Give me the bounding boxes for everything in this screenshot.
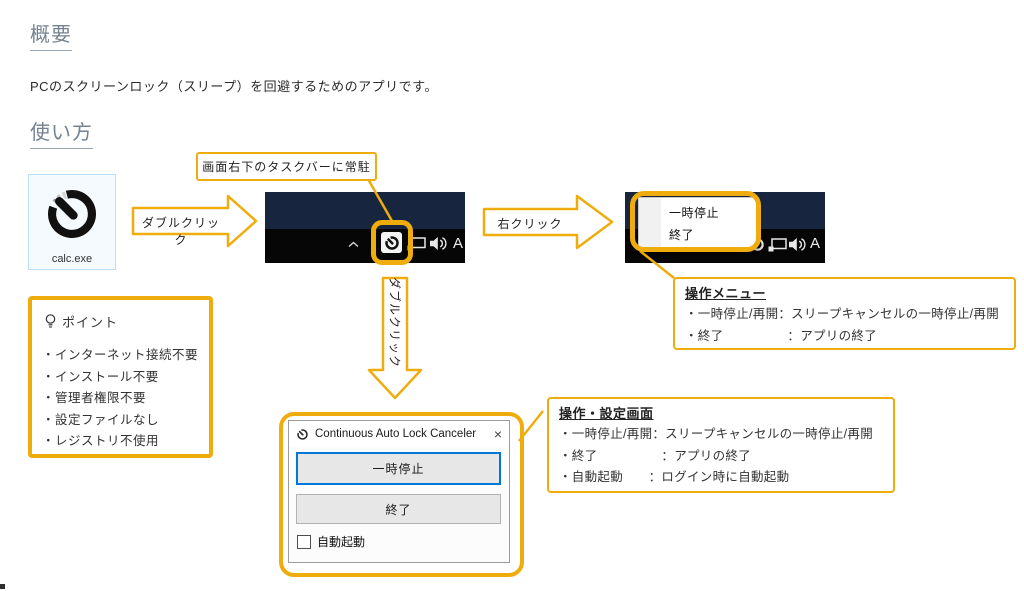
settings-note-title: 操作・設定画面	[559, 406, 654, 421]
right-click-label: 右クリック	[497, 217, 563, 231]
tray-context-menu: 一時停止 終了	[638, 197, 757, 248]
lightbulb-icon	[45, 314, 56, 328]
taskbar-screenshot-1	[265, 192, 465, 263]
points-title-row: ポイント	[44, 312, 199, 331]
desktop-area	[265, 192, 465, 229]
menu-note-line: ・一時停止/再開：スリープキャンセルの一時停止/再開	[685, 307, 999, 321]
network-icon[interactable]	[768, 238, 787, 252]
tray-callout: 画面右下のタスクバーに常駐	[196, 152, 377, 181]
point-item: ・インストール不要	[42, 369, 159, 384]
menu-item-pause[interactable]: 一時停止	[669, 206, 720, 220]
settings-note-line: ・自動起動 ：ログイン時に自動起動	[559, 470, 790, 484]
app-description: PCのスクリーンロック（スリープ）を回避するためのアプリです。	[30, 79, 438, 94]
menu-note-title: 操作メニュー	[685, 286, 767, 301]
chevron-up-icon[interactable]	[348, 241, 359, 248]
autostart-row: 自動起動	[297, 533, 365, 550]
app-file-card[interactable]: calc.exe	[28, 174, 116, 270]
autostart-label: 自動起動	[317, 535, 366, 549]
pause-button[interactable]: 一時停止	[296, 452, 501, 485]
settings-note-line: ・終了 ：アプリの終了	[559, 448, 752, 463]
points-box: ポイント ・インターネット接続不要 ・インストール不要 ・管理者権限不要 ・設定…	[28, 296, 213, 458]
points-title: ポイント	[62, 315, 119, 330]
exit-button[interactable]: 終了	[296, 494, 501, 524]
double-click-label: ダブルクリック	[141, 216, 220, 247]
dialog-highlight	[279, 412, 524, 577]
menu-note-line: ・終了 ：アプリの終了	[685, 328, 878, 343]
double-click-down-label: ダブルクリック	[387, 276, 402, 368]
overview-heading-text: 概要	[30, 18, 72, 51]
volume-icon[interactable]	[430, 236, 448, 251]
settings-note-box: 操作・設定画面 ・一時停止/再開：スリープキャンセルの一時停止/再開 ・終了 ：…	[547, 397, 895, 493]
dialog-title: Continuous Auto Lock Canceler	[315, 428, 477, 440]
settings-note-line: ・一時停止/再開：スリープキャンセルの一時停止/再開	[559, 427, 873, 441]
clock-dial-icon	[48, 190, 97, 238]
point-item: ・インターネット接続不要	[42, 348, 199, 362]
close-icon[interactable]: ×	[493, 426, 502, 442]
clock-dial-icon	[297, 428, 308, 440]
overview-heading: 概要	[30, 18, 72, 51]
clock-dial-icon	[384, 235, 399, 250]
menu-item-exit[interactable]: 終了	[669, 228, 695, 242]
tray-app-icon[interactable]	[381, 232, 402, 253]
usage-heading: 使い方	[30, 116, 93, 149]
dialog-titlebar: Continuous Auto Lock Canceler ×	[289, 421, 509, 447]
app-dialog: Continuous Auto Lock Canceler × 一時停止 終了 …	[288, 420, 510, 563]
app-file-name: calc.exe	[51, 253, 93, 265]
ime-indicator[interactable]: A	[453, 235, 464, 252]
tray-icon-highlight	[371, 220, 413, 265]
ime-indicator[interactable]: A	[810, 235, 821, 252]
menu-note-box: 操作メニュー ・一時停止/再開：スリープキャンセルの一時停止/再開 ・終了 ：ア…	[673, 277, 1016, 350]
corner-artifact	[0, 584, 5, 589]
usage-heading-text: 使い方	[30, 116, 93, 149]
volume-icon[interactable]	[789, 237, 807, 252]
menu-gutter	[639, 198, 661, 247]
point-item: ・管理者権限不要	[42, 391, 147, 405]
point-item: ・レジストリ不使用	[42, 434, 160, 448]
point-item: ・設定ファイルなし	[42, 412, 160, 427]
autostart-checkbox[interactable]	[297, 534, 311, 549]
context-menu-highlight	[630, 191, 761, 252]
